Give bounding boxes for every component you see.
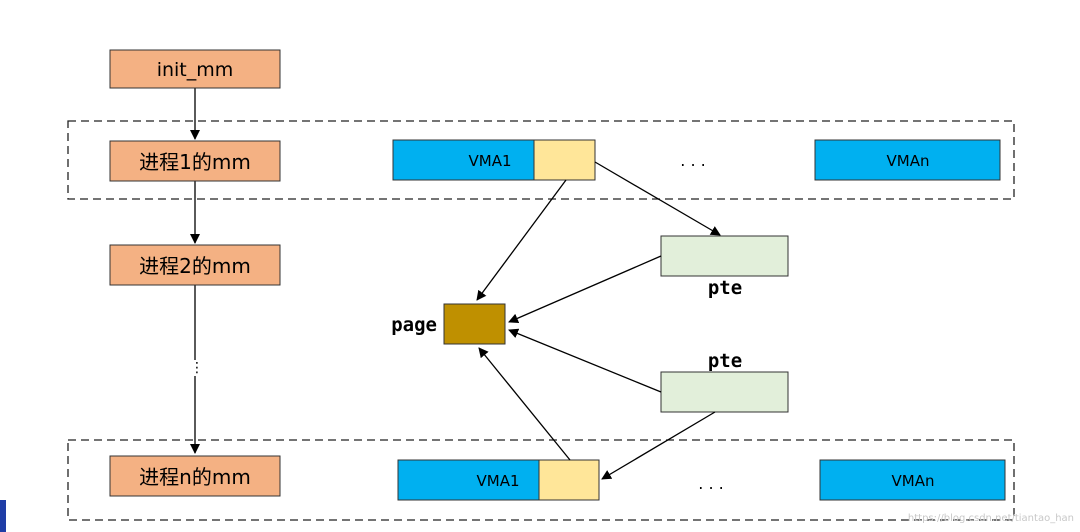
vma1-top-box xyxy=(392,139,535,181)
pte-upper-box xyxy=(660,235,789,277)
vma1-bottom-sub-box xyxy=(538,459,600,501)
page-label: page xyxy=(391,314,437,336)
init-mm-box xyxy=(109,49,281,89)
process-1-group xyxy=(67,120,1015,200)
ellipsis-top: . . . xyxy=(680,151,705,170)
left-accent-bar xyxy=(0,500,6,532)
watermark: https://blog.csdn.net/tiantao_han xyxy=(908,513,1074,524)
mm1-label: 进程1的mm xyxy=(139,150,251,174)
vman-top-box xyxy=(814,139,1001,181)
mm2-box xyxy=(109,244,281,286)
arrow-vma1-bottom-to-page xyxy=(478,347,571,461)
arrow-pte-upper-to-page xyxy=(508,255,662,324)
arrow-vma1-top-to-pte xyxy=(594,161,721,236)
vertical-dots: ⋮ xyxy=(190,360,204,376)
process-n-group xyxy=(67,439,1015,521)
arrow-pte-lower-to-vma1-bottom xyxy=(601,411,716,480)
arrow-vma1-top-to-page xyxy=(476,179,567,301)
mmn-box xyxy=(109,455,281,497)
mmn-label: 进程n的mm xyxy=(139,465,251,489)
ellipsis-bottom: . . . xyxy=(698,474,723,493)
vman-bottom-box xyxy=(819,459,1006,501)
mm2-label: 进程2的mm xyxy=(139,254,251,278)
page-box xyxy=(443,303,506,345)
vma1-bottom-box xyxy=(397,459,540,501)
vma1-top-label: VMA1 xyxy=(468,152,511,170)
vman-bottom-label: VMAn xyxy=(892,472,935,490)
vman-top-label: VMAn xyxy=(887,152,930,170)
pte-lower-box xyxy=(660,371,789,413)
vma1-top-sub-box xyxy=(533,139,596,181)
arrow-pte-lower-to-page xyxy=(508,328,662,393)
pte-lower-label: pte xyxy=(708,350,742,372)
init-mm-label: init_mm xyxy=(157,59,234,81)
pte-upper-label: pte xyxy=(708,277,742,299)
vma1-bottom-label: VMA1 xyxy=(476,472,519,490)
mm1-box xyxy=(109,140,281,182)
